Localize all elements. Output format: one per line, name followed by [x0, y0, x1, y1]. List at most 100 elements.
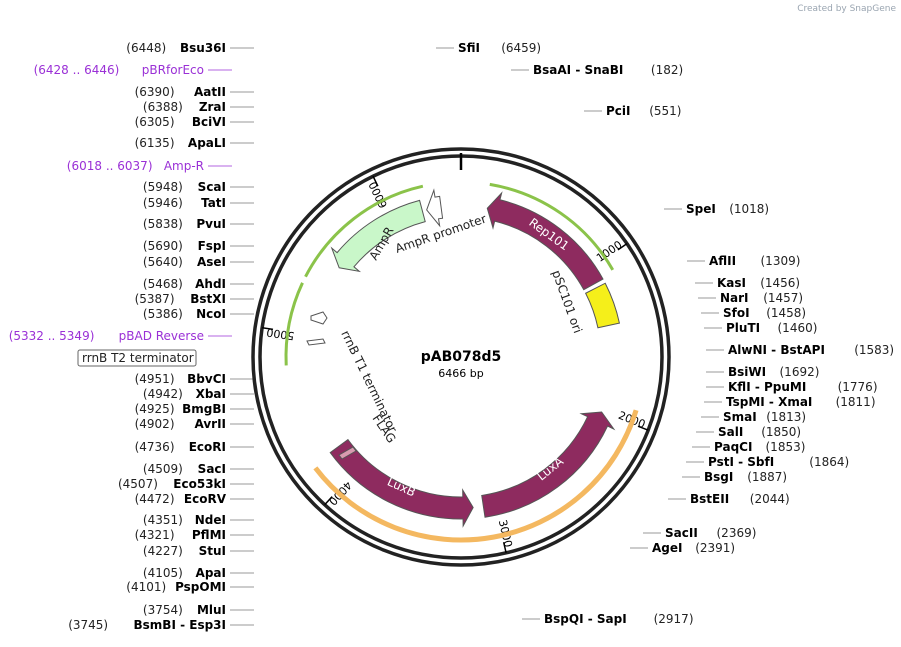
site-position: (5386) [143, 307, 183, 321]
site-name: BsgI [704, 470, 733, 484]
feature-ampr [330, 199, 426, 273]
site-label-bbvci: BbvCI(4951) [135, 372, 226, 386]
site-position: (4105) [143, 566, 183, 580]
site-name: SalI [718, 425, 743, 439]
site-label-asei: AseI(5640) [143, 255, 226, 269]
site-name: BstEII [690, 492, 729, 506]
site-position: (6428 .. 6446) [34, 63, 120, 77]
site-position: (1692) [780, 365, 820, 379]
site-name: BsiWI [728, 365, 766, 379]
tick-mark [262, 326, 274, 331]
site-label-alwni-bstapi: AlwNI - BstAPI(1583) [728, 343, 894, 357]
site-position: (5690) [143, 239, 183, 253]
site-label-pflmi: PflMI(4321) [135, 528, 226, 542]
site-name: FspI [198, 239, 226, 253]
site-label-rrnb-t2-terminator: rrnB T2 terminator [77, 349, 197, 367]
site-name: MluI [197, 603, 226, 617]
site-name: KasI [717, 276, 746, 290]
site-name: BspQI - SapI [544, 612, 627, 626]
site-name: TspMI - XmaI [726, 395, 812, 409]
site-position: (5468) [143, 277, 183, 291]
feature-luxb [329, 438, 474, 528]
site-name: ApaI [196, 566, 226, 580]
site-position: (4321) [135, 528, 175, 542]
site-label-bcivi: BciVI(6305) [135, 115, 226, 129]
site-name: ScaI [198, 180, 226, 194]
site-label-pcii: PciI(551) [606, 104, 681, 118]
site-label-bsiwi: BsiWI (1692) [728, 365, 819, 379]
site-position: (5948) [143, 180, 183, 194]
site-position: (1811) [836, 395, 876, 409]
site-label-bstxi: BstXI(5387) [135, 292, 226, 306]
tick-mark [637, 425, 649, 431]
site-position: (6388) [143, 100, 183, 114]
site-name: KflI - PpuMI [728, 380, 806, 394]
site-name: Eco53kI [173, 477, 226, 491]
site-label-sfoi: SfoI(1458) [723, 306, 806, 320]
site-label-saci: SacI(4509) [143, 462, 226, 476]
site-position: (4227) [143, 544, 183, 558]
site-label-paqci: PaqCI(1853) [714, 440, 805, 454]
site-name: ApaLI [188, 136, 226, 150]
site-name: PciI [606, 104, 631, 118]
site-position: (3745) [68, 618, 108, 632]
site-position: (4507) [118, 477, 158, 491]
site-position: (4736) [135, 440, 175, 454]
site-label-stui: StuI (4227) [143, 544, 226, 558]
site-label-zrai: ZraI (6388) [143, 100, 226, 114]
site-label-ecorv: EcoRV(4472) [135, 492, 227, 506]
tick-mark [502, 541, 507, 554]
site-position: (5640) [143, 255, 183, 269]
site-label-eco53ki: Eco53kI (4507) [118, 477, 226, 491]
left-site-labels: Bsu36I(6448)pBRforEco(6428 .. 6446)AatII… [9, 41, 227, 632]
site-name: SfoI [723, 306, 750, 320]
site-label-tati: TatI (5946) [143, 196, 226, 210]
site-position: (1850) [761, 425, 801, 439]
site-position: (6390) [135, 85, 175, 99]
site-name: EcoRV [184, 492, 227, 506]
site-position: (4925) [135, 402, 175, 416]
site-name: TatI [201, 196, 226, 210]
site-position: (5946) [143, 196, 183, 210]
rrnb-t1-glyph [310, 311, 328, 325]
site-label-amp-r: Amp-R (6018 .. 6037) [67, 159, 204, 173]
site-name: PstI - SbfI [708, 455, 774, 469]
site-label-tspmi-xmai: TspMI - XmaI (1811) [726, 395, 876, 409]
site-position: (2917) [654, 612, 694, 626]
site-name: ZraI [199, 100, 226, 114]
flag-glyph [338, 446, 357, 460]
site-label-bsgi: BsgI(1887) [704, 470, 787, 484]
site-name: SacII [665, 526, 698, 540]
site-position: (1853) [766, 440, 806, 454]
site-label-agei: AgeI(2391) [652, 541, 735, 555]
tick-label: 5000 [266, 325, 296, 342]
site-label-bsmbi-esp3i: BsmBI - Esp3I (3745) [68, 618, 226, 632]
site-label-ahdi: AhdI(5468) [143, 277, 226, 291]
site-name: PvuI [196, 217, 226, 231]
tick-label: 6000 [366, 179, 390, 210]
plasmid-name: pAB078d5 [421, 349, 502, 365]
site-position: (2369) [717, 526, 757, 540]
site-name: AlwNI - BstAPI [728, 343, 825, 357]
site-label-smai: SmaI(1813) [723, 410, 806, 424]
site-position: (6018 .. 6037) [67, 159, 153, 173]
site-position: (2391) [695, 541, 735, 555]
site-name: BsmBI - Esp3I [134, 618, 226, 632]
tick-mark [372, 175, 379, 187]
halo-arc-green [284, 282, 304, 366]
site-name: StuI [199, 544, 226, 558]
site-position: (1309) [761, 254, 801, 268]
site-name: Amp-R [164, 159, 204, 173]
site-position: (6459) [501, 41, 541, 55]
site-position: (1457) [763, 291, 803, 305]
site-label-bmgbi: BmgBI(4925) [135, 402, 226, 416]
site-position: (4942) [143, 387, 183, 401]
site-label-bsu36i: Bsu36I(6448) [126, 41, 226, 55]
tick-mark [617, 243, 628, 251]
site-name: SpeI [686, 202, 716, 216]
site-position: (4101) [126, 580, 166, 594]
label-leader-lines [208, 47, 724, 626]
site-name: Bsu36I [180, 41, 226, 55]
site-name: BstXI [190, 292, 226, 306]
feature-box [77, 349, 197, 367]
